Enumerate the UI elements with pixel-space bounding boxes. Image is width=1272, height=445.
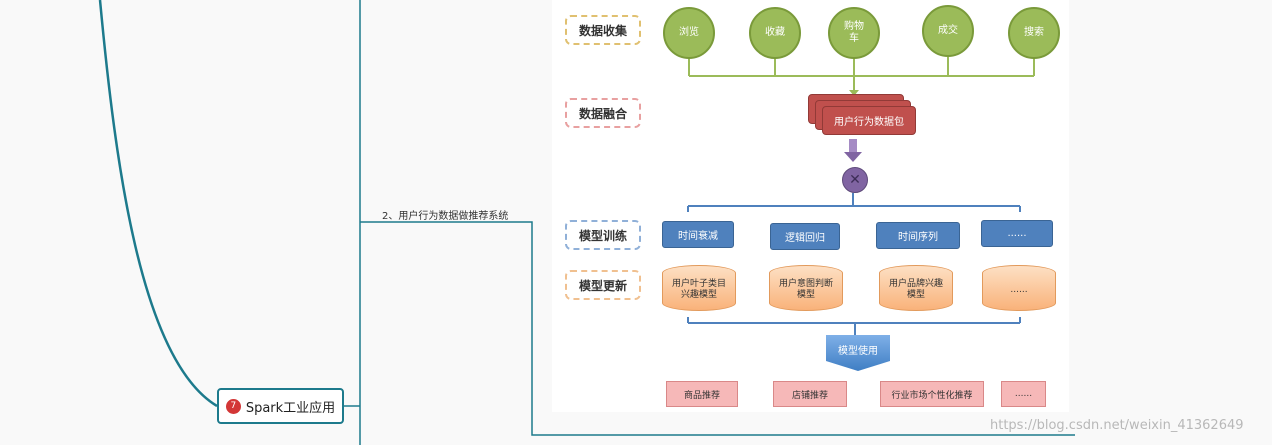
mindmap-node-spark[interactable]: 7 Spark工业应用 — [217, 388, 344, 424]
stage-model-update: 模型更新 — [565, 270, 641, 300]
behavior-purchase: 成交 — [922, 5, 974, 57]
watermark: https://blog.csdn.net/weixin_41362649 — [990, 418, 1244, 433]
rec-industry-market: 行业市场个性化推荐 — [880, 381, 984, 407]
behavior-favorite: 收藏 — [749, 7, 801, 59]
algo-logistic-regression: 逻辑回归 — [770, 223, 840, 250]
merge-icon: ✕ — [842, 167, 868, 193]
branch-line — [360, 221, 1075, 436]
mindmap-curve — [98, 0, 218, 408]
stage-data-fusion: 数据融合 — [565, 98, 641, 128]
rec-store: 店铺推荐 — [773, 381, 847, 407]
stage-model-training: 模型训练 — [565, 220, 641, 250]
branch-label: 2、用户行为数据做推荐系统 — [382, 211, 509, 222]
algo-time-decay: 时间衰减 — [662, 221, 734, 248]
node-label: Spark工业应用 — [245, 400, 336, 416]
model-user-intent: 用户意图判断 模型 — [769, 265, 843, 311]
model-use-shape — [826, 335, 890, 371]
behavior-search: 搜索 — [1008, 7, 1060, 59]
algo-time-series: 时间序列 — [876, 222, 960, 249]
algo-ellipsis: ...... — [981, 220, 1053, 247]
model-leaf-category-interest: 用户叶子类目 兴趣模型 — [662, 265, 736, 311]
recommendation-diagram: 数据收集 数据融合 模型训练 模型更新 浏览 收藏 购物 车 成交 搜索 用户行… — [552, 0, 1069, 412]
rec-product: 商品推荐 — [666, 381, 738, 407]
model-brand-interest: 用户品牌兴趣 模型 — [879, 265, 953, 311]
model-use-label: 模型使用 — [838, 346, 878, 357]
rec-ellipsis: ...... — [1001, 381, 1046, 407]
node-number-badge: 7 — [225, 398, 241, 414]
stage-data-collection: 数据收集 — [565, 15, 641, 45]
behavior-browse: 浏览 — [663, 7, 715, 59]
model-ellipsis: ...... — [982, 265, 1056, 311]
user-behavior-packet: 用户行为数据包 — [822, 106, 916, 135]
behavior-cart: 购物 车 — [828, 7, 880, 59]
diagram-connectors — [687, 57, 1035, 335]
model-use-arrow: 模型使用 — [826, 335, 890, 371]
